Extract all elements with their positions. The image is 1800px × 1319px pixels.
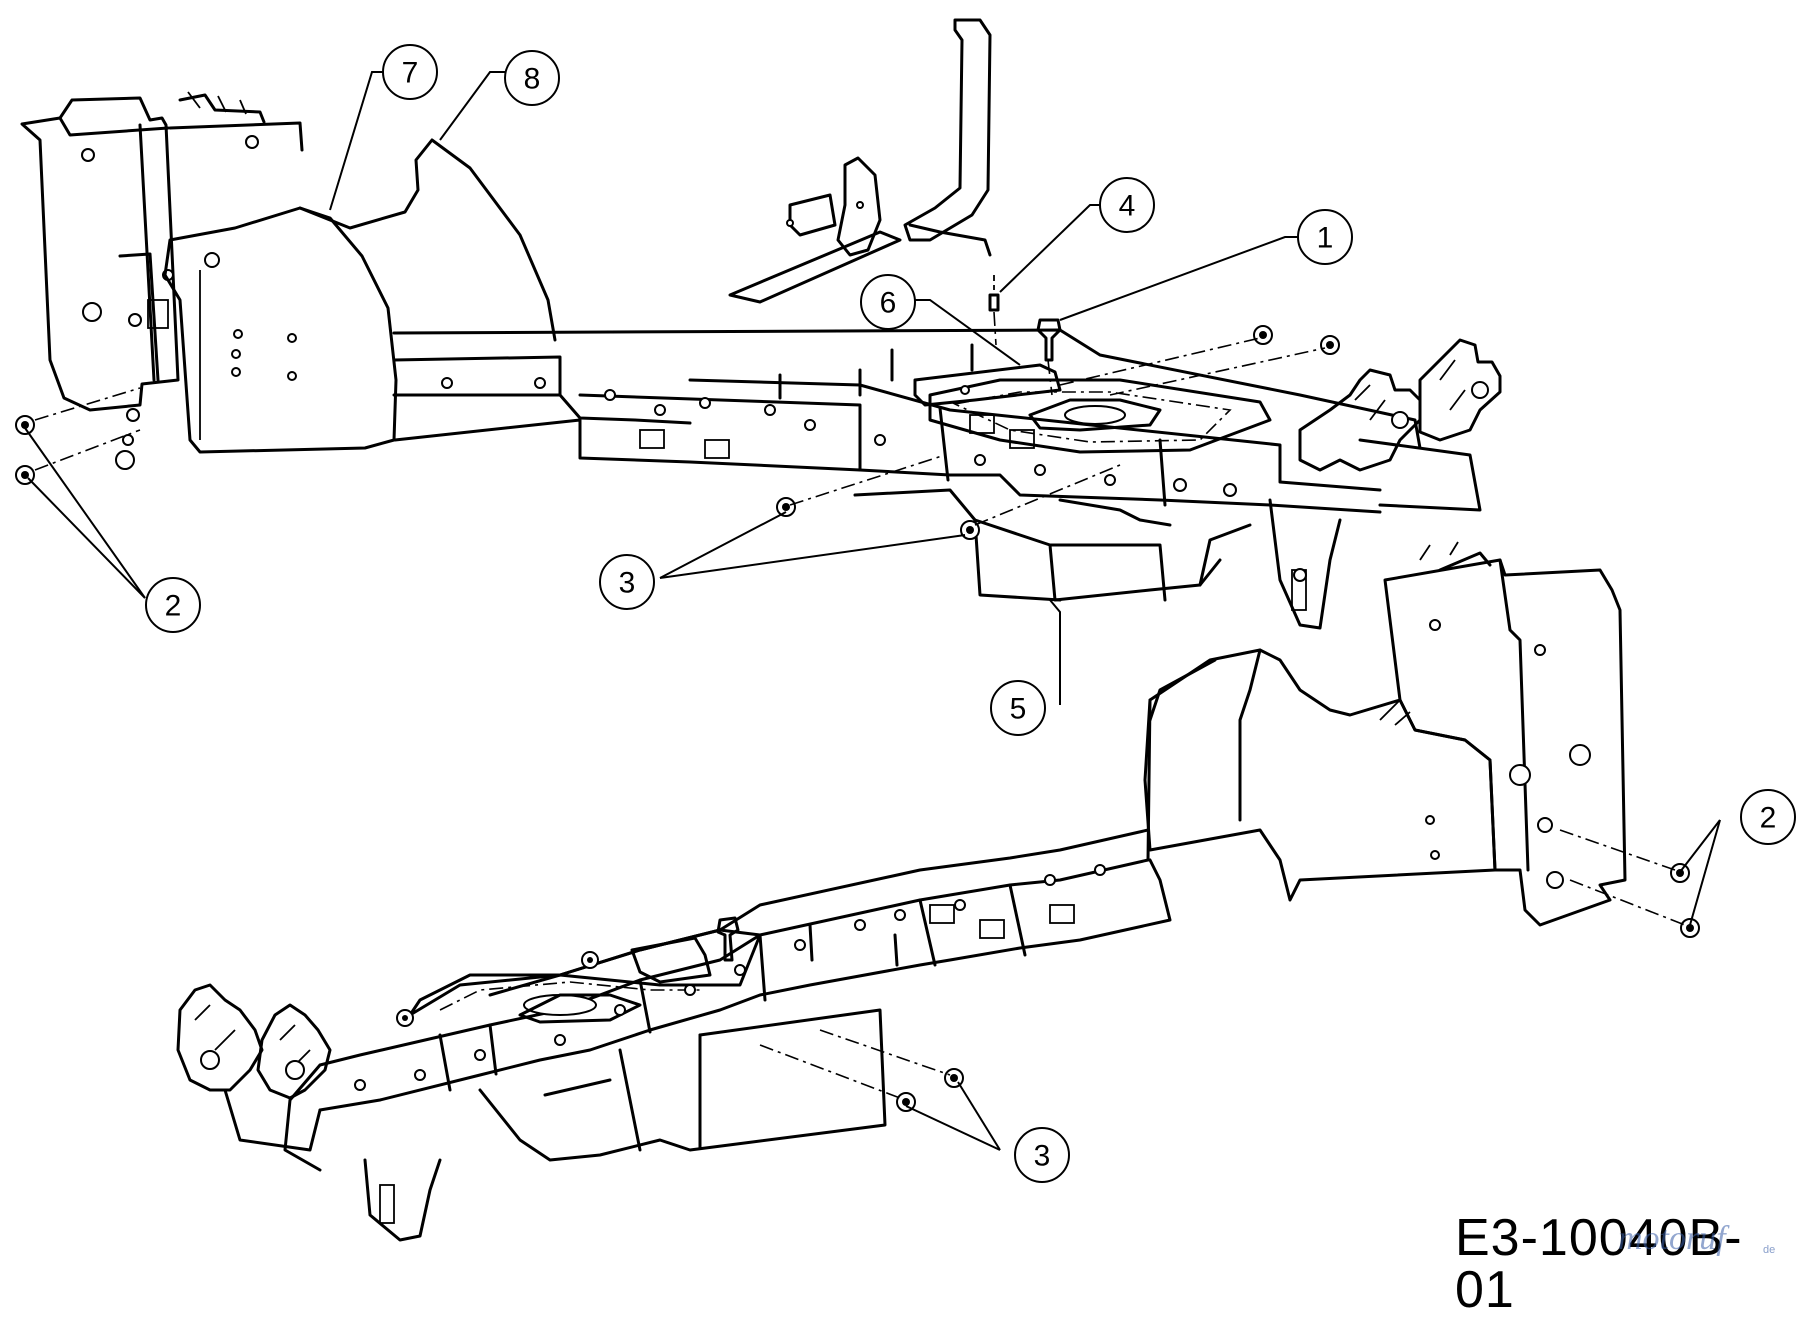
callout-label: 2 bbox=[1760, 802, 1777, 835]
callout-6: 6 bbox=[860, 274, 916, 330]
lower-frame-assembly bbox=[176, 541, 1700, 1242]
callout-label: 7 bbox=[402, 57, 419, 90]
callout-label: 5 bbox=[1010, 693, 1027, 726]
callout-7: 7 bbox=[382, 44, 438, 100]
watermark-logo: motoruf bbox=[1618, 1220, 1726, 1257]
callout-4: 4 bbox=[1099, 177, 1155, 233]
callout-label: 8 bbox=[524, 63, 541, 96]
callout-label: 6 bbox=[880, 287, 897, 320]
callout-3-upper: 3 bbox=[599, 554, 655, 610]
callout-5: 5 bbox=[990, 680, 1046, 736]
frame-parts-diagram: 7 8 4 1 6 2 3 5 2 3 bbox=[15, 18, 1796, 1242]
callout-1: 1 bbox=[1297, 209, 1353, 265]
callout-label: 3 bbox=[619, 567, 636, 600]
callout-3-lower: 3 bbox=[1014, 1127, 1070, 1183]
callout-label: 4 bbox=[1119, 190, 1136, 223]
callout-2-upper: 2 bbox=[145, 577, 201, 633]
callout-label: 1 bbox=[1317, 222, 1334, 255]
leader-lines bbox=[24, 71, 1721, 1151]
callout-8: 8 bbox=[504, 50, 560, 106]
upper-frame-assembly bbox=[15, 18, 1502, 630]
callout-2-lower: 2 bbox=[1740, 789, 1796, 845]
callout-label: 2 bbox=[165, 590, 182, 623]
callout-label: 3 bbox=[1034, 1140, 1051, 1173]
watermark-suffix: de bbox=[1763, 1244, 1776, 1256]
